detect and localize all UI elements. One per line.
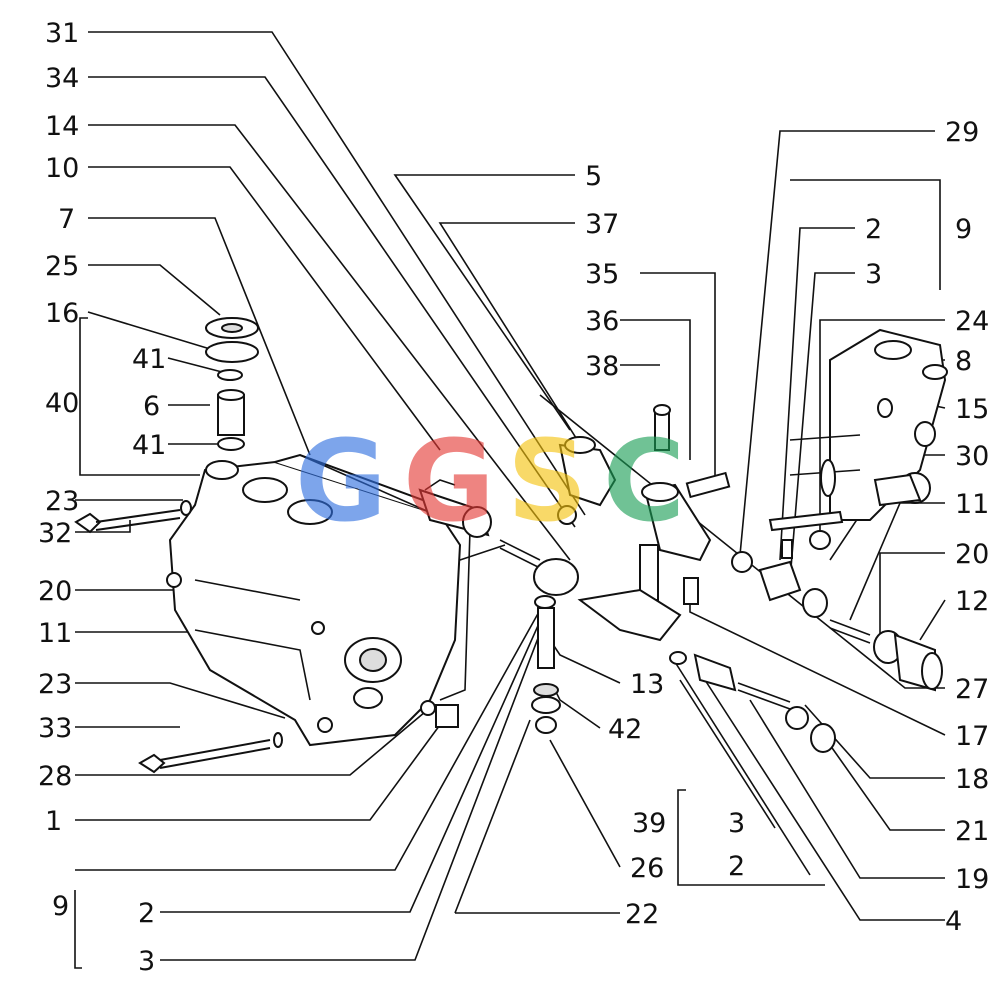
label-14: 14 [45,111,79,142]
label-22: 22 [625,899,659,930]
callout-labels-left: 31 34 14 10 7 25 16 41 6 41 40 23 32 20 … [38,18,166,977]
valve-housing [166,453,471,747]
label-28: 28 [38,761,72,792]
label-7: 7 [58,204,75,235]
bolts-left [74,500,459,774]
callout-labels-right: 5 37 35 36 38 29 2 3 9 24 8 15 30 11 20 … [585,117,989,937]
label-27: 27 [955,674,989,705]
label-12: 12 [955,586,989,617]
watermark-letter-c-green: C [603,417,685,547]
label-24: 24 [955,306,989,337]
label-38: 38 [585,351,619,382]
label-41-top: 41 [132,344,166,375]
label-30: 30 [955,441,989,472]
label-41-bottom: 41 [132,430,166,461]
watermark-letter-g-blue: G [295,417,387,547]
sleeve-and-spring [418,479,579,596]
label-20-right: 20 [955,539,989,570]
label-3-right-bottom: 3 [728,808,745,839]
label-42: 42 [608,714,642,745]
center-fitting [531,595,561,734]
label-3-left: 3 [138,946,155,977]
label-25: 25 [45,251,79,282]
label-35: 35 [585,259,619,290]
label-8: 8 [955,346,972,377]
label-18: 18 [955,764,989,795]
label-17: 17 [955,721,989,752]
label-21: 21 [955,816,989,847]
label-19: 19 [955,864,989,895]
label-2-right-top: 2 [865,214,882,245]
label-5: 5 [585,161,602,192]
watermark-letter-s-yellow: S [507,417,588,547]
label-39: 39 [632,808,666,839]
label-6: 6 [143,391,160,422]
label-2-left: 2 [138,898,155,929]
label-16: 16 [45,298,79,329]
leader-lines-right [393,130,946,921]
label-9-right: 9 [955,214,972,245]
linkage-assembly [557,404,731,642]
label-36: 36 [585,306,619,337]
lower-right-parts [669,651,836,753]
watermark-letter-g-red: G [403,417,495,547]
label-3-right-top: 3 [865,259,882,290]
label-26: 26 [630,853,664,884]
label-2-right-bottom: 2 [728,851,745,882]
label-33: 33 [38,713,72,744]
label-31: 31 [45,18,79,49]
right-valve-block [789,328,948,521]
label-40: 40 [45,388,79,419]
label-23-bottom: 23 [38,669,72,700]
label-29: 29 [945,117,979,148]
label-20-left: 20 [38,576,72,607]
label-10: 10 [45,153,79,184]
label-32: 32 [38,518,72,549]
label-13: 13 [630,669,664,700]
label-34: 34 [45,63,79,94]
label-11-right: 11 [955,489,989,520]
gssc-watermark: G G S C [295,417,685,547]
label-15: 15 [955,394,989,425]
fitting-stack-40 [205,317,259,451]
label-11-left: 11 [38,618,72,649]
label-9-left: 9 [52,891,69,922]
label-37: 37 [585,209,619,240]
right-small-parts [731,510,943,692]
label-1: 1 [45,806,62,837]
label-23-top: 23 [45,486,79,517]
label-4: 4 [945,906,962,937]
